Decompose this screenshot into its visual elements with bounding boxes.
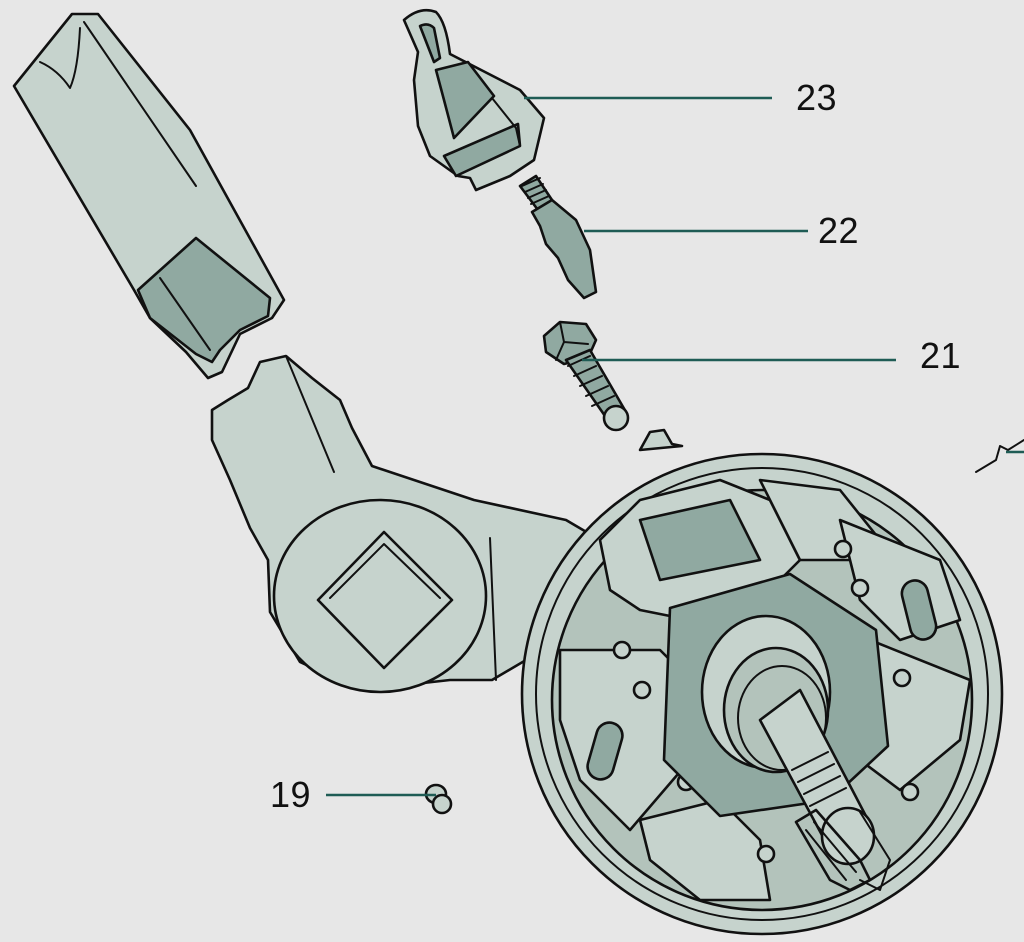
lever-arm — [210, 354, 602, 694]
lever-tube — [12, 12, 286, 380]
part-19-pin — [424, 783, 453, 815]
callout-21: 21 — [920, 335, 962, 376]
part-21-bolt — [542, 320, 630, 432]
part-22-spring-pin — [518, 174, 598, 300]
callout-19: 19 — [270, 774, 312, 815]
wire-fragment — [975, 439, 1024, 473]
callout-23: 23 — [796, 77, 838, 118]
drum-assembly — [520, 428, 1004, 936]
callout-22: 22 — [818, 210, 860, 251]
part-23-housing — [402, 8, 546, 192]
